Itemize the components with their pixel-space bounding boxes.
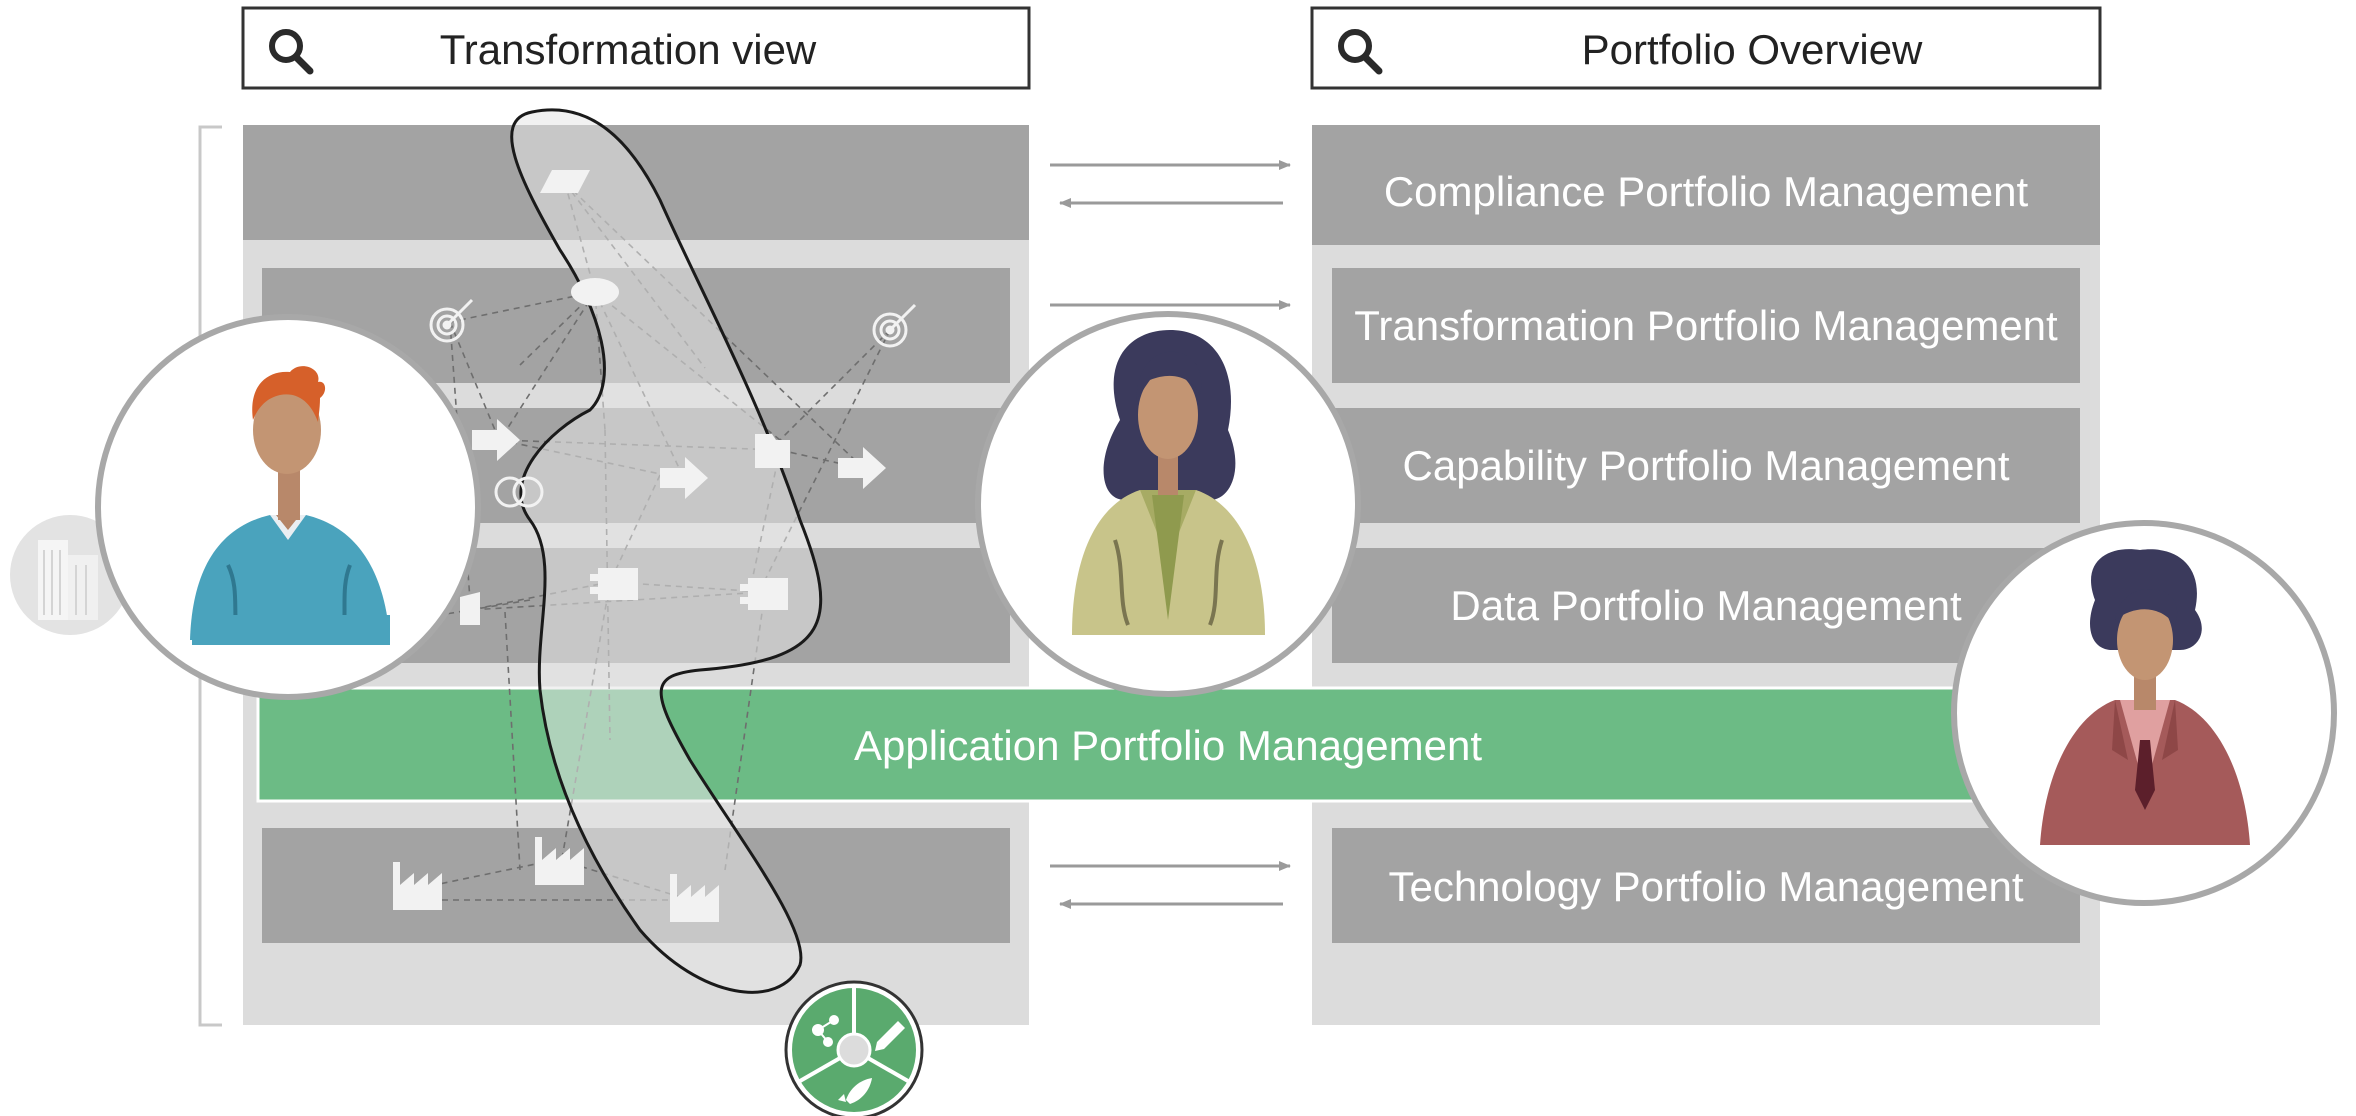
search-icon: [269, 29, 314, 75]
layer-label-technology: Technology Portfolio Management: [1388, 863, 2023, 910]
woman-in-suit-avatar: [2040, 549, 2250, 845]
transformation-scope-outline: [510, 108, 823, 994]
arrow-right-icon: [472, 419, 520, 461]
component-icon: [590, 568, 638, 600]
right-layer-data: [1332, 548, 2080, 663]
right-panel-title: Portfolio Overview: [1582, 26, 1923, 73]
right-panel: Compliance Portfolio Management Transfor…: [1312, 125, 2100, 1025]
layer-label-compliance: Compliance Portfolio Management: [1384, 168, 2029, 215]
arrow-right-icon: [838, 447, 886, 489]
right-search-box[interactable]: [1310, 6, 2102, 90]
right-layer-compliance: [1312, 125, 2100, 245]
collaboration-icon: [494, 476, 544, 508]
pencil-icon: [875, 1021, 905, 1051]
factory-icon: [393, 862, 442, 910]
application-band: Application Portfolio Management: [256, 686, 2005, 803]
factory-icon: [535, 837, 584, 885]
target-icon: [872, 303, 917, 348]
right-layer-capability: [1332, 408, 2080, 523]
arrow-right-icon: [660, 457, 708, 499]
right-layer-transformation: [1332, 268, 2080, 383]
goal-ellipse: [571, 278, 619, 306]
lifecycle-badge[interactable]: [784, 980, 924, 1116]
right-search-header[interactable]: Portfolio Overview: [1310, 6, 2102, 90]
target-icon: [429, 298, 474, 343]
layer-label-transformation: Transformation Portfolio Management: [1354, 302, 2058, 349]
persona-architect[interactable]: [95, 314, 481, 700]
layer-label-data: Data Portfolio Management: [1450, 582, 1962, 629]
left-search-box[interactable]: [241, 6, 1031, 90]
factory-icon: [670, 874, 719, 922]
share-nodes-icon: [812, 1015, 839, 1047]
woman-avatar: [1072, 330, 1265, 635]
document-shape: [460, 592, 480, 625]
persona-manager[interactable]: [975, 311, 1361, 697]
persona-executive[interactable]: [1951, 520, 2337, 906]
man-avatar: [190, 366, 390, 645]
requirement-shape: [540, 170, 590, 193]
left-panel-title: Transformation view: [440, 26, 817, 73]
left-search-header[interactable]: Transformation view: [241, 6, 1031, 90]
sync-arrows: [1050, 160, 1291, 909]
folder-icon: [755, 434, 790, 468]
search-icon: [1338, 29, 1383, 75]
element-network: [393, 108, 917, 994]
globe-icon: [836, 1032, 872, 1068]
layer-label-capability: Capability Portfolio Management: [1403, 442, 2010, 489]
application-band-label: Application Portfolio Management: [854, 722, 1482, 769]
component-icon: [740, 578, 788, 610]
right-layer-technology: [1332, 828, 2080, 943]
rocket-icon: [838, 1078, 872, 1104]
